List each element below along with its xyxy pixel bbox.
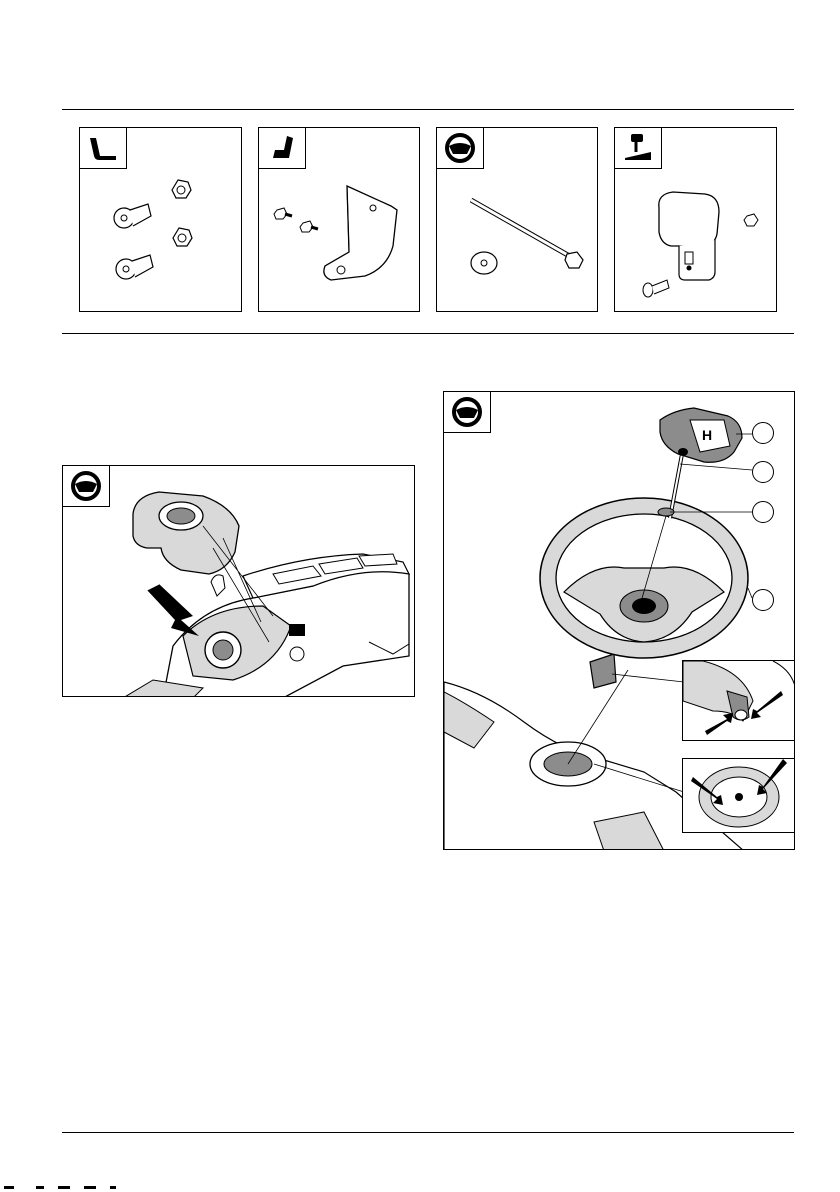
bolt [643, 280, 669, 297]
detail-inset-column [682, 660, 795, 741]
shoulder-bolt [116, 255, 153, 279]
panel-seat-hardware [79, 127, 242, 312]
steering-wheel-icon [63, 466, 110, 507]
top-rule [62, 109, 794, 110]
seat-bracket [324, 186, 397, 280]
callout-marker [752, 461, 774, 483]
screw [274, 208, 292, 219]
lever-knob [659, 192, 719, 280]
panel-bracket-hardware [258, 127, 420, 312]
middle-rule [62, 333, 794, 334]
shoulder-bolt [114, 204, 151, 228]
panel-lever-knob-hardware [614, 127, 777, 312]
screw [300, 221, 318, 232]
footer-cropped-text [0, 1186, 200, 1192]
flange-nut [172, 180, 191, 198]
panel-steering-hardware [436, 127, 598, 312]
figure-steering-wheel-exploded: H [443, 391, 795, 850]
svg-text:H: H [702, 427, 712, 443]
figure-dashboard-cover-install [62, 465, 415, 697]
callout-marker [752, 501, 774, 523]
callout-marker [752, 422, 774, 444]
bottom-rule [62, 1132, 794, 1133]
washer [471, 252, 497, 274]
steering-wheel-icon [444, 392, 491, 433]
flange-nut [173, 228, 192, 246]
nut [744, 214, 758, 226]
detail-inset-socket [682, 758, 795, 833]
callout-marker [752, 589, 774, 611]
